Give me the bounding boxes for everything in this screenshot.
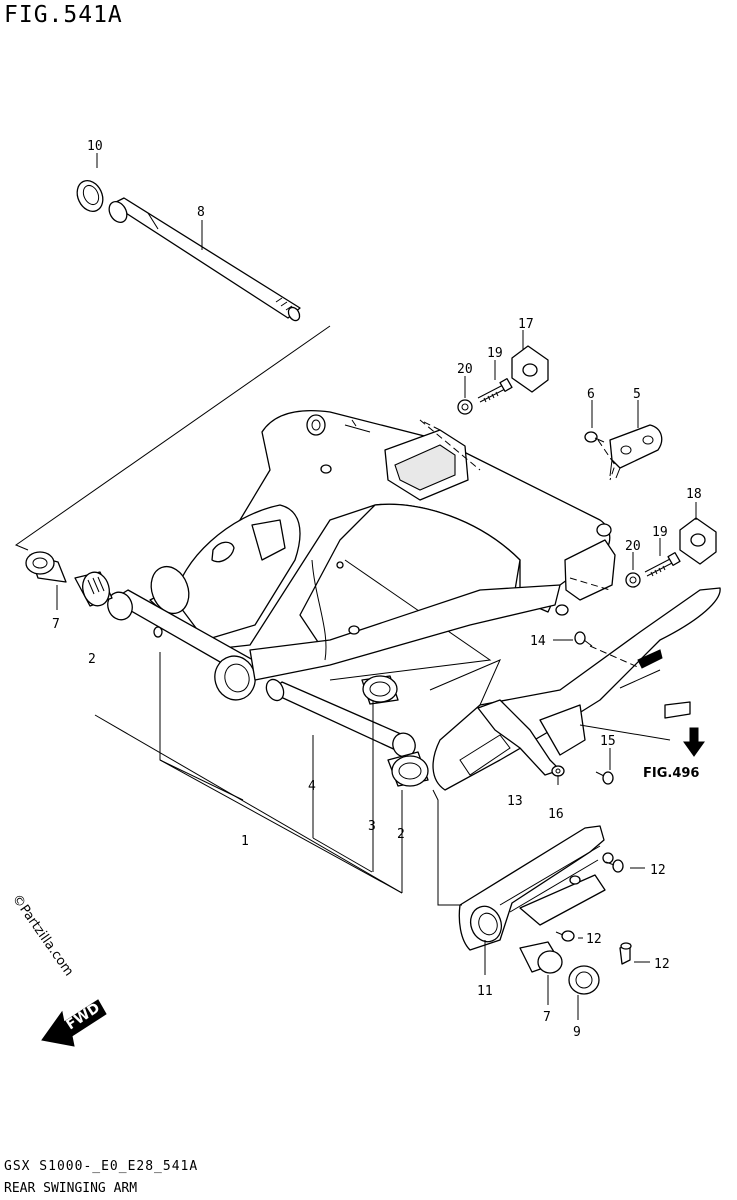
callout-18: 18 — [686, 487, 702, 502]
nut-icon[interactable] — [625, 572, 641, 588]
callout-14: 14 — [530, 634, 546, 649]
chain-guard-icon[interactable] — [432, 587, 721, 791]
reference-arrow-icon — [683, 727, 705, 757]
needle-bearing-icon[interactable] — [74, 569, 113, 609]
bolt-icon[interactable] — [644, 552, 681, 577]
callout-15: 15 — [600, 734, 616, 749]
callout-9: 9 — [573, 1025, 581, 1040]
bolt-icon[interactable] — [477, 378, 513, 403]
nut-icon[interactable] — [568, 965, 600, 995]
callout-12-low: 12 — [654, 957, 670, 972]
callout-2-right: 2 — [397, 827, 405, 842]
callout-10: 10 — [87, 139, 103, 154]
footer-code: GSX S1000-_E0_E28_541A — [4, 1159, 199, 1174]
adjuster-block-icon[interactable] — [679, 517, 717, 565]
axle-shaft-icon[interactable] — [106, 197, 302, 323]
callout-20-rear: 20 — [625, 539, 641, 554]
bolt-icon[interactable] — [555, 930, 575, 942]
spacer-icon[interactable] — [25, 551, 67, 583]
callout-19: 19 — [487, 346, 503, 361]
callout-2: 2 — [88, 652, 96, 667]
watermark-text: ©Partzilla.com — [9, 892, 76, 979]
callout-5: 5 — [633, 387, 641, 402]
callout-3: 3 — [368, 819, 376, 834]
figure-title: FIG.541A — [4, 2, 123, 28]
callout-12-mid: 12 — [586, 932, 602, 947]
callout-12: 12 — [650, 863, 666, 878]
callout-19-rear: 19 — [652, 525, 668, 540]
callout-1: 1 — [241, 834, 249, 849]
bolt-icon[interactable] — [584, 431, 605, 443]
bolt-icon[interactable] — [619, 942, 632, 965]
bolt-icon[interactable] — [595, 771, 614, 785]
adjuster-block-icon[interactable] — [511, 345, 549, 393]
nut-icon[interactable] — [457, 399, 473, 415]
bracket-icon[interactable] — [609, 424, 663, 479]
callout-16: 16 — [548, 807, 564, 822]
spacer-icon[interactable] — [263, 677, 419, 761]
spacer-icon[interactable] — [519, 941, 563, 974]
swingarm-icon[interactable] — [104, 409, 616, 705]
callout-8: 8 — [197, 205, 205, 220]
callout-13: 13 — [507, 794, 523, 809]
needle-bearing-icon[interactable] — [361, 675, 399, 705]
callout-11: 11 — [477, 984, 493, 999]
bolt-icon[interactable] — [574, 631, 593, 647]
callout-4: 4 — [308, 779, 316, 794]
seal-ring-icon[interactable] — [72, 176, 107, 215]
callout-6: 6 — [587, 387, 595, 402]
callout-20: 20 — [457, 362, 473, 377]
callout-7-right: 7 — [543, 1010, 551, 1025]
chain-case-icon[interactable] — [458, 825, 614, 951]
callout-17: 17 — [518, 317, 534, 332]
bolt-icon[interactable] — [605, 859, 624, 873]
needle-bearing-icon[interactable] — [387, 751, 429, 787]
fwd-arrow-icon: FWD — [41, 999, 107, 1047]
callout-7: 7 — [52, 617, 60, 632]
reference-label[interactable]: FIG.496 — [643, 766, 699, 781]
bolt-icon[interactable] — [551, 765, 565, 777]
footer-name: REAR SWINGING ARM — [4, 1181, 138, 1196]
